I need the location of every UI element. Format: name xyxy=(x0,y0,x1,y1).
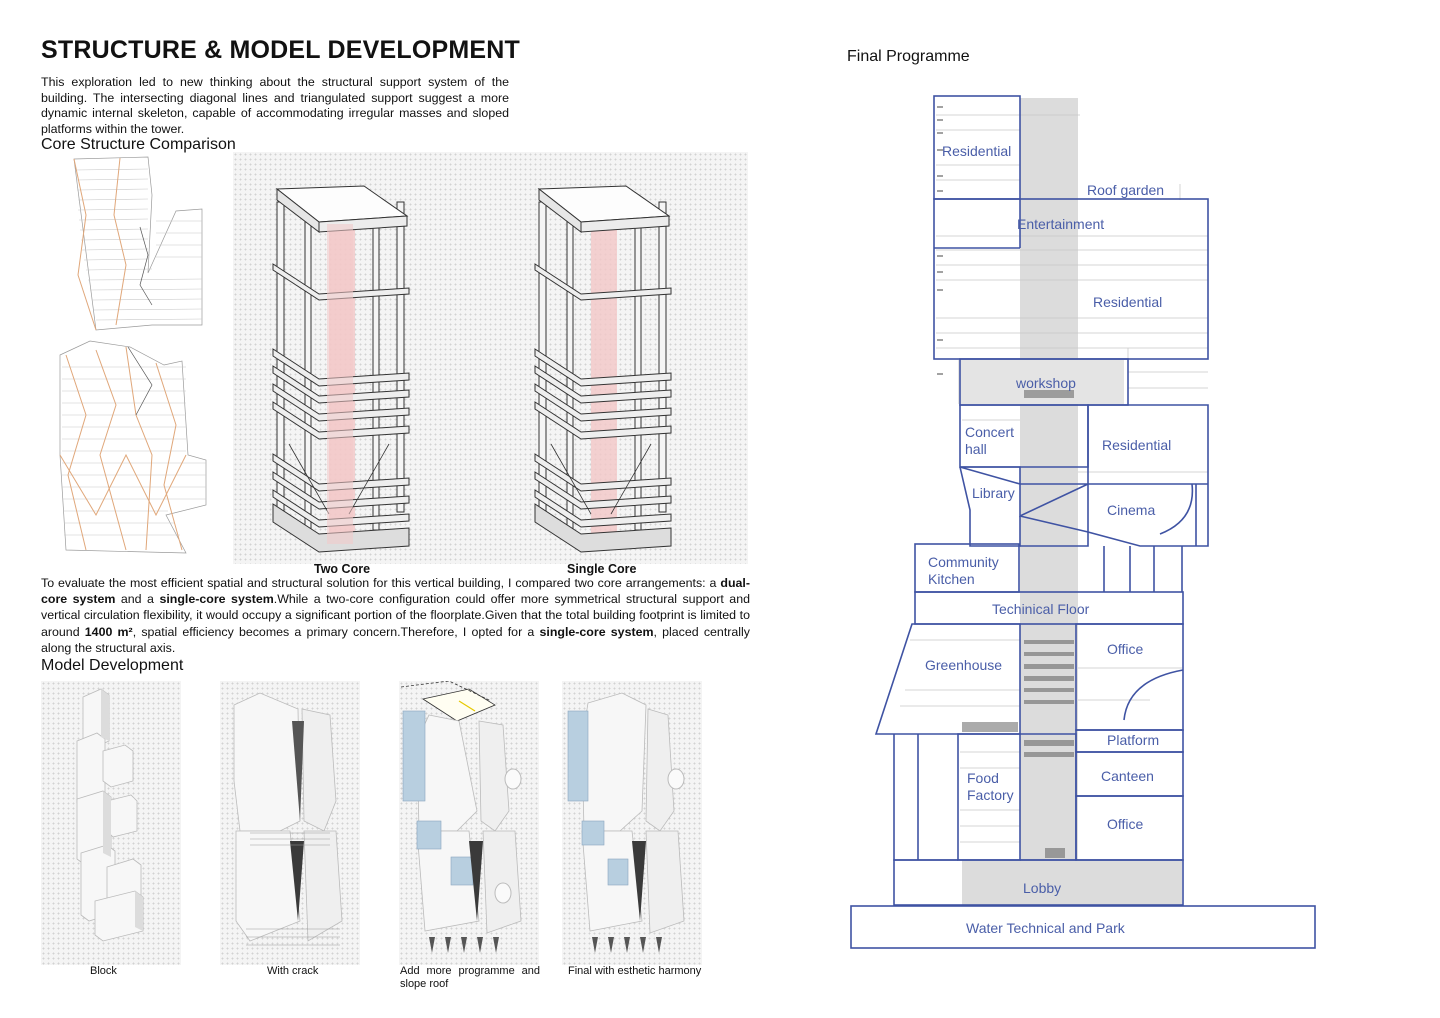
label-food-factory-1: Food xyxy=(967,770,999,786)
label-residential-mid: Residential xyxy=(1093,294,1162,310)
evaluation-paragraph: To evaluate the most efficient spatial a… xyxy=(41,576,750,655)
caption-with-crack: With crack xyxy=(267,965,319,977)
elevation-sketch xyxy=(59,156,207,554)
label-canteen: Canteen xyxy=(1101,768,1154,784)
label-office-lower: Office xyxy=(1107,816,1144,832)
label-technical-floor: Techinical Floor xyxy=(992,601,1090,617)
model-development-heading: Model Development xyxy=(41,657,184,674)
core-comparison-heading: Core Structure Comparison xyxy=(41,136,236,153)
label-residential-top: Residential xyxy=(942,143,1011,159)
label-workshop: workshop xyxy=(1015,375,1076,391)
page-title: STRUCTURE & MODEL DEVELOPMENT xyxy=(41,36,520,64)
label-entertainment: Entertainment xyxy=(1017,216,1104,232)
model-crack-image xyxy=(220,681,360,965)
label-roof-garden: Roof garden xyxy=(1087,182,1164,198)
model-programme-image xyxy=(399,680,539,965)
model-block-image xyxy=(41,681,181,965)
label-water-park: Water Technical and Park xyxy=(966,920,1126,936)
programme-heading: Final Programme xyxy=(847,48,970,65)
label-residential-right: Residential xyxy=(1102,437,1171,453)
label-community-kitchen-2: Kitchen xyxy=(928,571,975,587)
intro-paragraph: This exploration led to new thinking abo… xyxy=(41,75,509,136)
label-office-upper: Office xyxy=(1107,641,1144,657)
label-concert-hall-2: hall xyxy=(965,441,987,457)
core-comparison-panel xyxy=(233,152,748,564)
label-library: Library xyxy=(972,485,1015,501)
label-cinema: Cinema xyxy=(1107,502,1155,518)
caption-single-core: Single Core xyxy=(567,562,637,576)
caption-block: Block xyxy=(90,965,117,977)
label-greenhouse: Greenhouse xyxy=(925,657,1002,673)
label-platform: Platform xyxy=(1107,732,1159,748)
model-final-image xyxy=(562,681,702,965)
two-core-model xyxy=(272,185,410,553)
caption-final: Final with esthetic harmony xyxy=(568,965,702,977)
label-food-factory-2: Factory xyxy=(967,787,1014,803)
caption-two-core: Two Core xyxy=(314,562,371,576)
caption-add-programme: Add more programme and slope roof xyxy=(400,965,540,990)
core-shaft xyxy=(1020,98,1078,863)
label-concert-hall-1: Concert xyxy=(965,424,1014,440)
label-community-kitchen-1: Community xyxy=(928,554,999,570)
label-lobby: Lobby xyxy=(1023,880,1061,896)
